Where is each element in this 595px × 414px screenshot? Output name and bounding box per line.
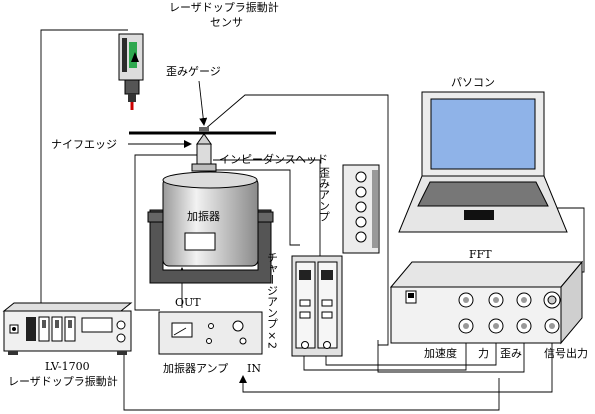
laser-sensor-head: レーザドップラ振動計 センサ (118, 0, 279, 110)
label-out: OUT (175, 296, 201, 309)
label-ch-accel: 加速度 (424, 346, 457, 360)
label-vibrometer-head: レーザドップラ振動計 (169, 0, 279, 14)
label-signal-out: 信号出力 (544, 346, 588, 360)
shaker: 加振器 (147, 171, 274, 284)
label-knife-edge: ナイフエッジ (51, 138, 117, 151)
wire-charge-to-fft-2 (325, 340, 497, 366)
shaker-amp-knob (232, 320, 244, 332)
laptop-pc: パソコン (398, 76, 568, 233)
pc-screen (430, 98, 536, 170)
wire-sensor-to-lv (40, 29, 128, 308)
charge-amps: チャージアンプ×2 (266, 252, 343, 357)
wire-charge-to-fft-1 (303, 340, 467, 371)
lv-1700-unit: LV-1700 レーザドップラ振動計 (2, 302, 133, 388)
label-shaker: 加振器 (187, 209, 220, 223)
wire-lv-to-fft (123, 345, 500, 411)
knife-edge-assembly: ナイフエッジ インピーダンスヘッド (51, 133, 328, 172)
label-charge-amp: チャージアンプ×2 (266, 252, 279, 349)
label-in: IN (247, 362, 261, 375)
wiring (40, 29, 585, 411)
wire-impedance-to-charge-amp (213, 159, 324, 267)
label-strain-gauge: 歪みゲージ (166, 65, 221, 78)
shaker-label-plate (184, 232, 216, 251)
label-fft: FFT (469, 248, 492, 261)
label-ch-force: 力 (478, 347, 489, 360)
label-lv-model: LV-1700 (45, 360, 90, 373)
label-lv-name: レーザドップラ振動計 (8, 374, 118, 388)
label-pc: パソコン (451, 76, 495, 89)
wire-fft-to-shaker-amp (239, 338, 553, 393)
label-shaker-amp: 加振器アンプ (163, 361, 228, 375)
impedance-head (196, 143, 212, 167)
test-beam: 歪みゲージ (129, 65, 276, 135)
fft-analyzer: FFT 加速度 力 歪み 信号出力 (389, 248, 588, 360)
label-strain-amp: 歪みアンプ (318, 167, 331, 222)
wire-accel-to-charge-amp (213, 169, 300, 246)
sensor-green-panel (129, 42, 137, 68)
label-impedance-head: インピーダンスヘッド (219, 152, 328, 166)
wire-gauge-to-strain-amp (203, 94, 389, 346)
pc-keyboard (417, 181, 549, 207)
knife-edge (196, 133, 212, 145)
strain-amp: 歪みアンプ (318, 164, 380, 254)
label-ch-strain: 歪み (500, 347, 522, 360)
sensor-triangle-icon (131, 52, 139, 62)
shaker-amp: OUT IN 加振器アンプ (158, 296, 263, 375)
wire-shaker-loop (134, 154, 197, 311)
strain-gauge (199, 127, 209, 132)
wire-strain-to-fft (377, 340, 525, 373)
label-sensor: センサ (210, 16, 243, 29)
